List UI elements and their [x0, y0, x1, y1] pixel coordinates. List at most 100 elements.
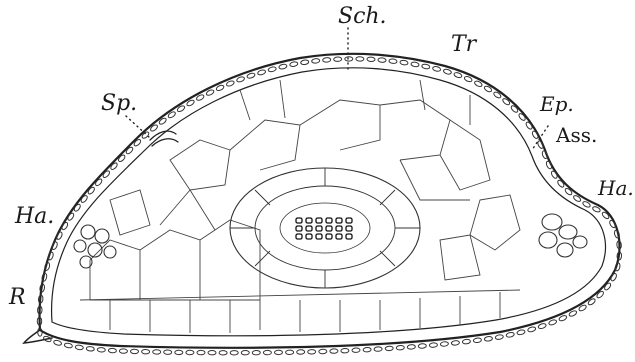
epidermal-cell	[389, 59, 397, 64]
xylem-vessel	[346, 226, 352, 231]
epidermal-cell	[527, 326, 536, 332]
epidermal-cell	[411, 62, 420, 68]
epidermal-cell	[517, 329, 526, 335]
epidermal-cell	[385, 346, 393, 351]
epidermal-cell	[550, 170, 558, 179]
xylem-vessels	[296, 218, 352, 239]
epidermal-cell	[484, 336, 493, 341]
xylem-vessel	[296, 218, 302, 223]
epidermal-cell	[119, 349, 127, 354]
epidermal-cell	[610, 273, 618, 282]
epidermal-cell	[495, 334, 504, 340]
epidermal-cell	[396, 345, 404, 350]
epidermal-cell	[525, 121, 533, 130]
epidermal-cell	[538, 323, 547, 330]
epidermal-cell	[226, 80, 235, 87]
xylem-vessel	[336, 226, 342, 231]
vascular-bundle	[230, 168, 420, 288]
epidermal-cell	[545, 160, 552, 169]
xylem-vessel	[326, 218, 332, 223]
epidermal-cell	[443, 68, 452, 74]
label-ha-right: Ha.	[598, 178, 634, 198]
epidermal-cell	[75, 345, 84, 351]
epidermal-cell	[286, 350, 294, 355]
epidermal-cell	[219, 351, 227, 355]
hypodermis-cluster-left	[74, 225, 116, 268]
epidermal-cell	[80, 195, 88, 204]
epidermal-cell	[300, 60, 309, 66]
epidermal-cell	[440, 341, 448, 346]
epidermal-cell	[537, 140, 544, 149]
epidermal-cell	[473, 338, 482, 343]
xylem-vessel	[336, 218, 342, 223]
epidermal-cell	[429, 343, 437, 348]
epidermal-cell	[175, 350, 183, 355]
epidermal-cell	[241, 350, 249, 354]
epidermal-cell	[541, 150, 548, 159]
epidermal-cell	[67, 212, 75, 221]
epidermal-cell	[451, 340, 459, 345]
epidermal-cell	[51, 241, 58, 250]
epidermal-cell	[86, 346, 94, 351]
hypodermis-cluster-right	[539, 214, 587, 257]
epidermal-cell	[268, 66, 277, 72]
epidermal-cell	[53, 340, 62, 347]
xylem-vessel	[296, 226, 302, 231]
mesophyll-tissue	[80, 80, 520, 333]
epidermal-cell	[432, 66, 441, 72]
epidermal-cell	[378, 58, 386, 63]
epidermal-cell	[263, 350, 271, 354]
epidermal-cell	[130, 349, 138, 354]
epidermal-cell	[236, 76, 245, 83]
epidermal-cell	[548, 319, 557, 326]
epidermal-cell	[407, 344, 415, 349]
xylem-vessel	[326, 226, 332, 231]
epidermal-cell	[367, 57, 375, 62]
epidermal-cell	[56, 231, 64, 240]
xylem-vessel	[306, 234, 312, 239]
epidermal-cell	[64, 343, 73, 349]
epidermal-cell	[334, 57, 342, 62]
epidermal-cell	[453, 72, 462, 79]
epidermal-cell	[208, 350, 216, 354]
label-ass: Ass.	[556, 125, 597, 145]
epidermal-cell	[257, 69, 266, 76]
epidermal-cell	[506, 332, 515, 338]
xylem-vessel	[346, 234, 352, 239]
label-tr: Tr	[451, 34, 476, 56]
epidermal-cell	[462, 339, 470, 344]
xylem-vessel	[316, 234, 322, 239]
epidermal-cell	[345, 57, 353, 61]
epidermal-cell	[252, 350, 260, 354]
epidermal-cell	[164, 350, 172, 355]
xylem-vessel	[316, 218, 322, 223]
epidermal-cell	[323, 57, 331, 62]
epidermal-cell	[341, 348, 349, 353]
epidermal-cell	[297, 350, 305, 355]
epidermal-cell	[356, 57, 364, 62]
label-ha-left: Ha.	[15, 206, 54, 228]
xylem-vessel	[306, 218, 312, 223]
epidermal-cell	[274, 350, 282, 355]
epidermal-cell	[609, 219, 617, 228]
label-r: R	[9, 287, 26, 309]
epidermal-cell	[47, 251, 54, 260]
epidermal-cell	[197, 350, 205, 354]
epidermal-cell	[153, 350, 161, 355]
xylem-vessel	[346, 218, 352, 223]
label-ep: Ep.	[540, 94, 574, 114]
epidermal-cell	[279, 64, 288, 70]
epidermal-cell	[247, 72, 256, 79]
xylem-vessel	[316, 226, 322, 231]
epidermal-cell	[374, 347, 382, 352]
label-sp: Sp.	[101, 93, 137, 115]
label-sch: Sch.	[338, 6, 387, 28]
epidermal-cell	[421, 64, 430, 70]
epidermal-cell	[330, 349, 338, 354]
epidermal-cell	[363, 347, 371, 352]
epidermal-cell	[230, 351, 238, 355]
epidermal-cell	[603, 282, 611, 291]
epidermal-cell	[352, 348, 360, 353]
xylem-vessel	[326, 234, 332, 239]
